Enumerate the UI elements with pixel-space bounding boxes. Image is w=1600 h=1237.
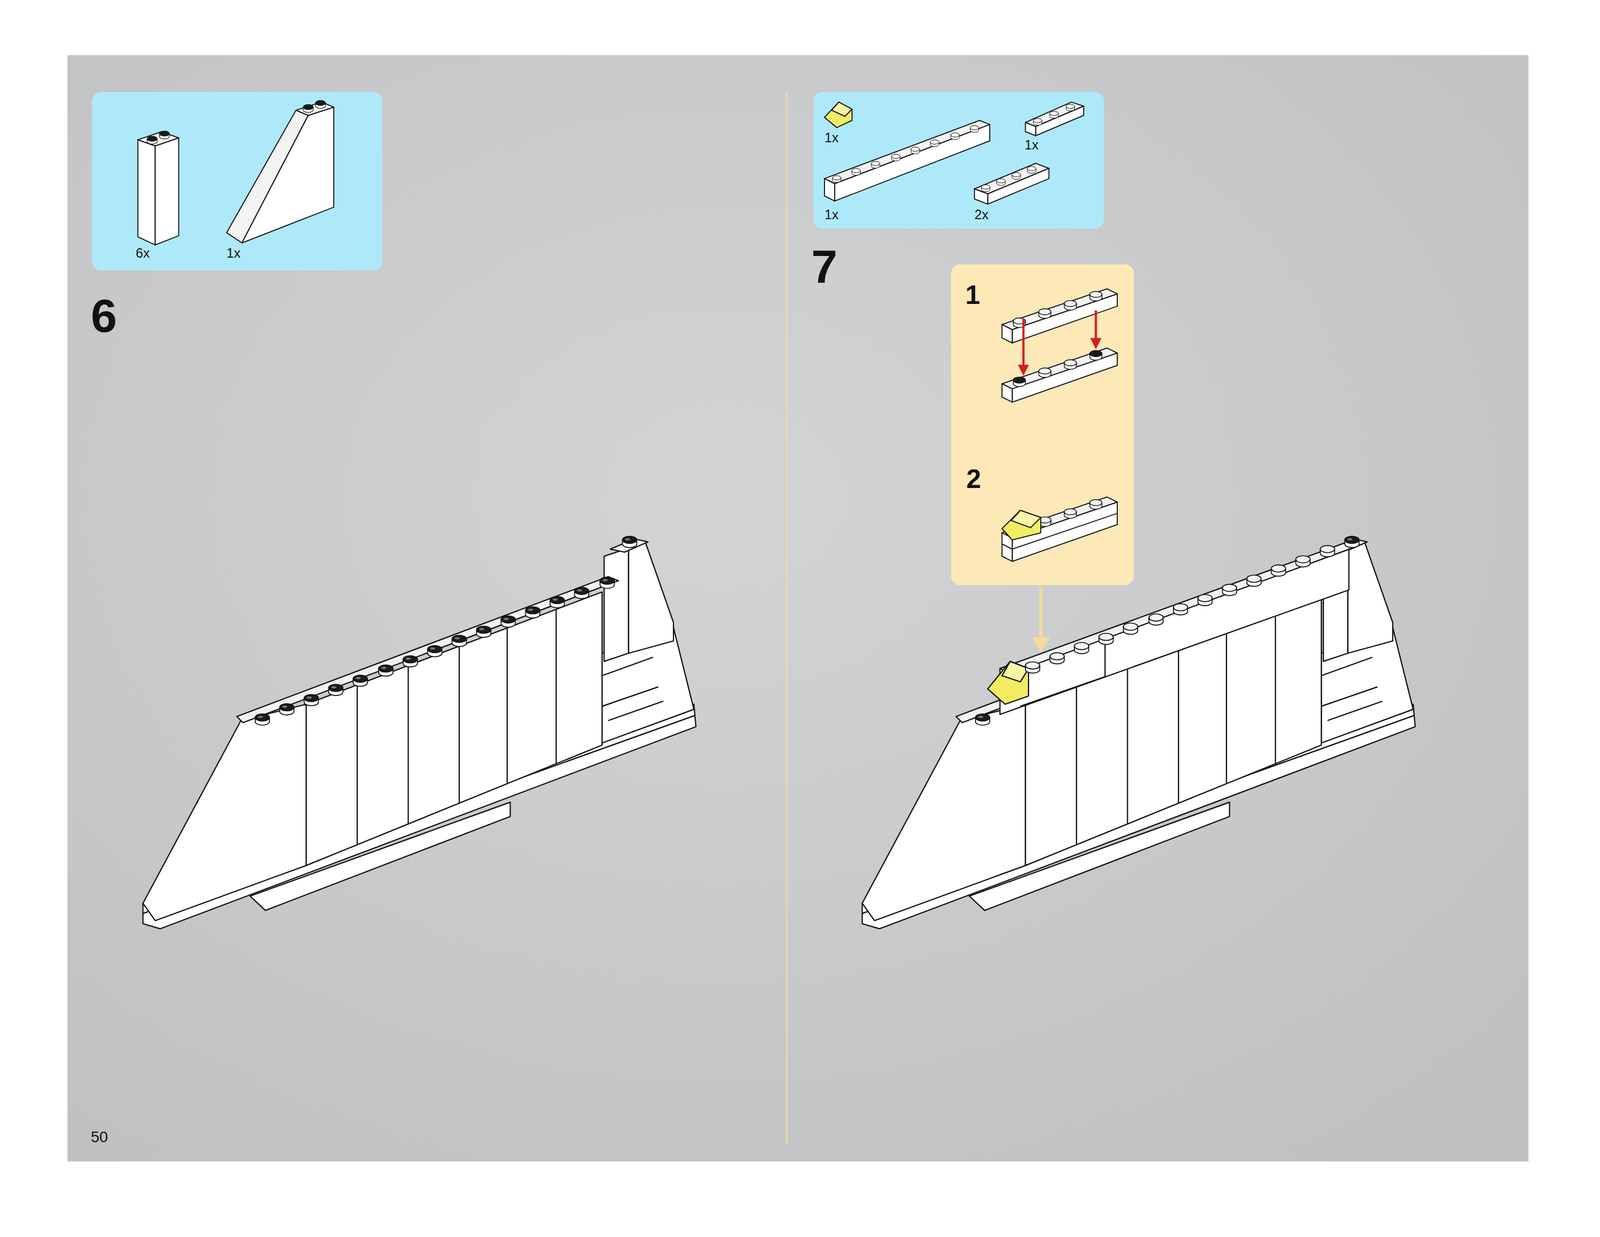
- part-count: 1x: [824, 207, 839, 222]
- model-step-7: [862, 538, 1416, 929]
- part-count: 1x: [824, 130, 839, 145]
- sub-assembly-callout: 12: [951, 264, 1134, 585]
- plate-1x4: [974, 163, 1050, 205]
- plate-1x4: [1001, 347, 1118, 402]
- page-number: 50: [90, 1128, 109, 1146]
- model-step-6: [142, 538, 696, 929]
- sub-step-number: 1: [965, 280, 981, 310]
- plate-1x8: [824, 120, 990, 202]
- part-count: 1x: [226, 245, 241, 261]
- part-count: 2x: [974, 207, 989, 222]
- assembled-plates: [1001, 496, 1118, 561]
- part-count: 1x: [1024, 137, 1039, 153]
- brick-1x1x3: [137, 131, 179, 245]
- slope-brick: [226, 100, 334, 243]
- red-arrow: [1094, 309, 1098, 347]
- plate-1x3: [1025, 102, 1084, 136]
- red-arrow: [1022, 318, 1025, 374]
- sub-step-number: 2: [966, 464, 981, 494]
- plate-1x4: [1001, 288, 1118, 343]
- callout-pointer: [1031, 584, 1050, 654]
- parts-list-box: 1x 1x 1x 2x: [813, 91, 1105, 229]
- step-number: 6: [90, 289, 118, 342]
- studs: [255, 536, 637, 726]
- parts-list-box: 6x 1x: [91, 91, 383, 271]
- yellow-slope: [824, 102, 852, 128]
- part-count: 6x: [135, 245, 150, 261]
- step-number: 7: [811, 240, 838, 293]
